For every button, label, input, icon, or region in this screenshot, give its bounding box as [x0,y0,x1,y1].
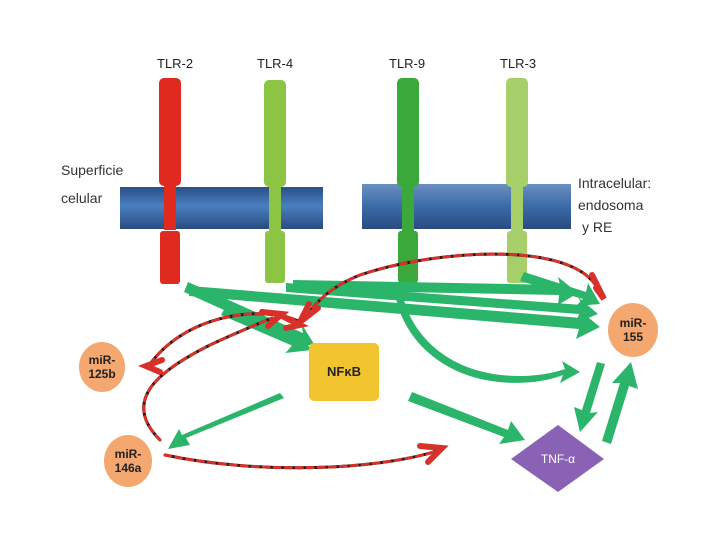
arrow-tlr4-nfkb [221,306,312,353]
inhibition-arrows [137,252,607,470]
tnf-label: TNF-α [540,452,576,466]
arrow-nfkb-mir146a [168,393,284,449]
tlr9-label: TLR-9 [389,56,426,71]
intracellular-label-line3: y RE [582,219,613,235]
mir155-node: miR-155 [608,303,658,357]
mir146a-line1: miR- [114,447,142,461]
mir125b-line1: miR- [88,353,116,367]
mir146a-line2: 146a [114,461,142,475]
tlr9-receptor [397,78,419,283]
nfkb-node: NFκB [309,343,379,401]
mir155-line2: 155 [622,330,643,344]
arrow-tlr2-mir155 [189,286,600,339]
curve-mir146a-tlr4 [142,316,274,442]
tlr4-receptor [264,80,286,283]
arrow-tlr9-mir155 [293,277,578,305]
arrow-nfkb-tnf [408,392,525,444]
mir155-line1: miR- [619,316,647,330]
tlr2-label: TLR-2 [157,56,194,71]
activation-arrows [168,272,638,449]
mir125b-node: miR-125b [79,342,125,392]
intracellular-label-line1: Intracelular: [578,175,652,191]
surface-label-line1: Superficie [61,162,124,178]
arrow-tnf-mir155 [602,362,638,444]
tlr4-label: TLR-4 [257,56,294,71]
intracellular-label: Intracelular: endosoma y RE [578,172,651,238]
surface-label: Superficie celular [61,158,123,210]
arrow-tlr9-curve [394,283,580,383]
endosome-membrane [362,184,571,229]
tlr2-receptor [159,78,181,284]
arrow-tlr3-mir155 [520,272,600,306]
arrow-tlr4-mir155 [286,283,598,323]
surface-label-line2: celular [61,190,103,206]
intracellular-label-line2: endosoma [578,197,644,213]
mir125b-line2: 125b [88,367,116,381]
arrow-mir155-tnf [574,362,605,432]
tlr3-receptor [506,78,528,283]
tlr3-label: TLR-3 [500,56,537,71]
tnf-diamond [511,425,604,492]
mir146a-node: miR-146a [104,435,152,487]
cell-surface-membrane [120,187,323,229]
